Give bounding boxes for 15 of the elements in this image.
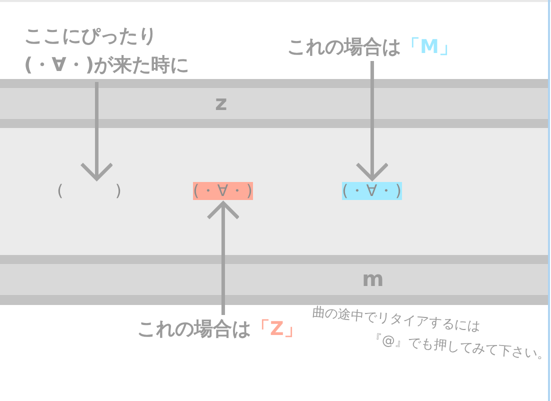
highlighted-face: (・∀・): [342, 182, 402, 200]
face-slot: ( ): [57, 182, 122, 200]
arrow: [355, 61, 389, 181]
callout-text: これの場合は: [287, 36, 401, 58]
callout-text: これの場合は: [137, 318, 251, 340]
lane-band: [0, 128, 548, 255]
key-letter: z: [215, 90, 228, 117]
key-letter: m: [362, 266, 384, 293]
highlighted-face: (・∀・): [193, 182, 254, 200]
key-letter: 「Z」: [251, 318, 303, 340]
callout-text: ここにぴったり(・∀・)が来た時に: [24, 22, 196, 80]
handwritten-note: 曲の途中でリタイアするには『@』でも押してみて下さい。: [310, 304, 551, 365]
arrow: [80, 82, 114, 181]
arrow: [206, 201, 240, 315]
key-letter: 「M」: [401, 36, 458, 58]
